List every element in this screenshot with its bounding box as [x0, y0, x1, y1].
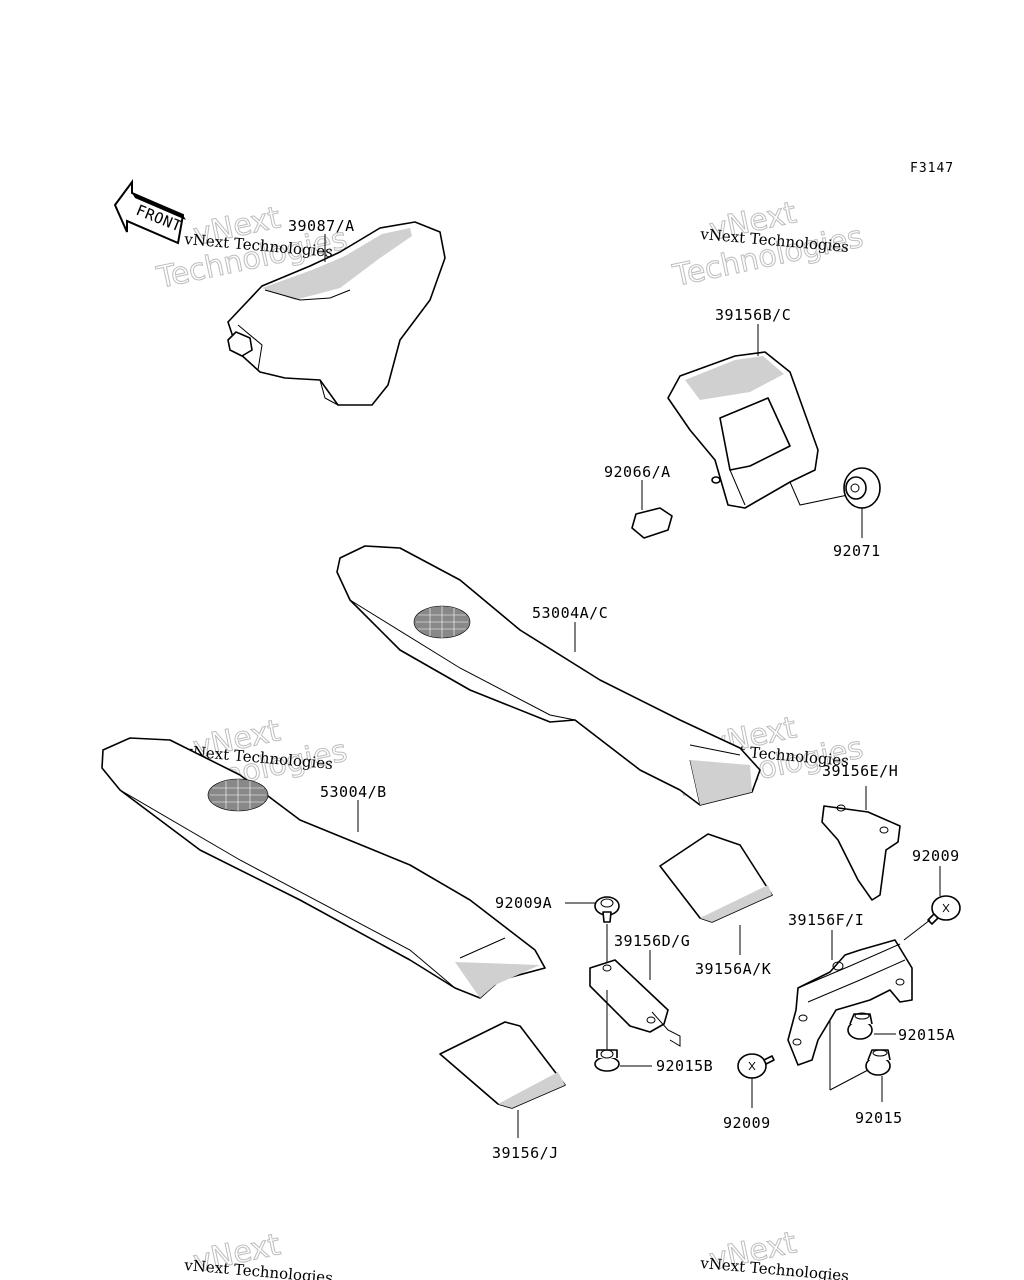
watermark-bottom-left: vNext vNext Technologies: [183, 1227, 334, 1280]
part-92066a-plug: [631, 476, 721, 539]
part-53004ac-pad: [336, 545, 761, 806]
label-39156bc: 39156B/C: [715, 306, 791, 324]
label-92009a: 92009A: [495, 894, 552, 912]
figure-code: F3147: [910, 161, 954, 176]
label-53004b: 53004/B: [320, 783, 387, 801]
part-39156ak-wedge: [659, 833, 773, 955]
part-92009-screw-bottom: [737, 1053, 775, 1108]
label-92066a: 92066/A: [604, 463, 671, 481]
label-39156dg: 39156D/G: [614, 932, 690, 950]
label-53004ac: 53004A/C: [532, 604, 608, 622]
label-92009-bottom: 92009: [723, 1114, 771, 1132]
part-39156eh-bracket: [821, 786, 901, 901]
label-92009-right: 92009: [912, 847, 960, 865]
label-92015a: 92015A: [898, 1026, 955, 1044]
front-arrow-icon: FRONT: [113, 178, 186, 245]
mesh-icon: [413, 605, 471, 639]
part-92015a-spacer: [847, 1012, 896, 1040]
part-92009-screw-right: [927, 866, 961, 925]
part-53004b-pad: [101, 737, 546, 999]
label-39156j: 39156/J: [492, 1144, 559, 1162]
label-92015b: 92015B: [656, 1057, 713, 1075]
label-39087a: 39087/A: [288, 217, 355, 235]
part-92071-grommet: [843, 467, 881, 538]
watermark-top-right: vNext Technologies vNext Technologies: [669, 195, 867, 295]
part-39156j-wedge: [439, 1021, 566, 1138]
part-39087a-cover: [227, 221, 446, 406]
part-92015-spacer: [829, 1049, 891, 1102]
part-92015b-spacer: [594, 1049, 652, 1072]
part-39156fi-bracket: [787, 919, 931, 1090]
label-92015: 92015: [855, 1109, 903, 1127]
mesh-icon: [207, 778, 269, 812]
label-39156ak: 39156A/K: [695, 960, 771, 978]
watermark-bottom-right: vNext vNext Technologies: [699, 1225, 850, 1280]
label-39156fi: 39156F/I: [788, 911, 864, 929]
part-92009a-bolt: [565, 896, 620, 965]
label-39156eh: 39156E/H: [822, 762, 898, 780]
part-39156bc-cover: [667, 324, 863, 509]
part-39156dg-bracket: [589, 950, 681, 1050]
label-92071: 92071: [833, 542, 881, 560]
